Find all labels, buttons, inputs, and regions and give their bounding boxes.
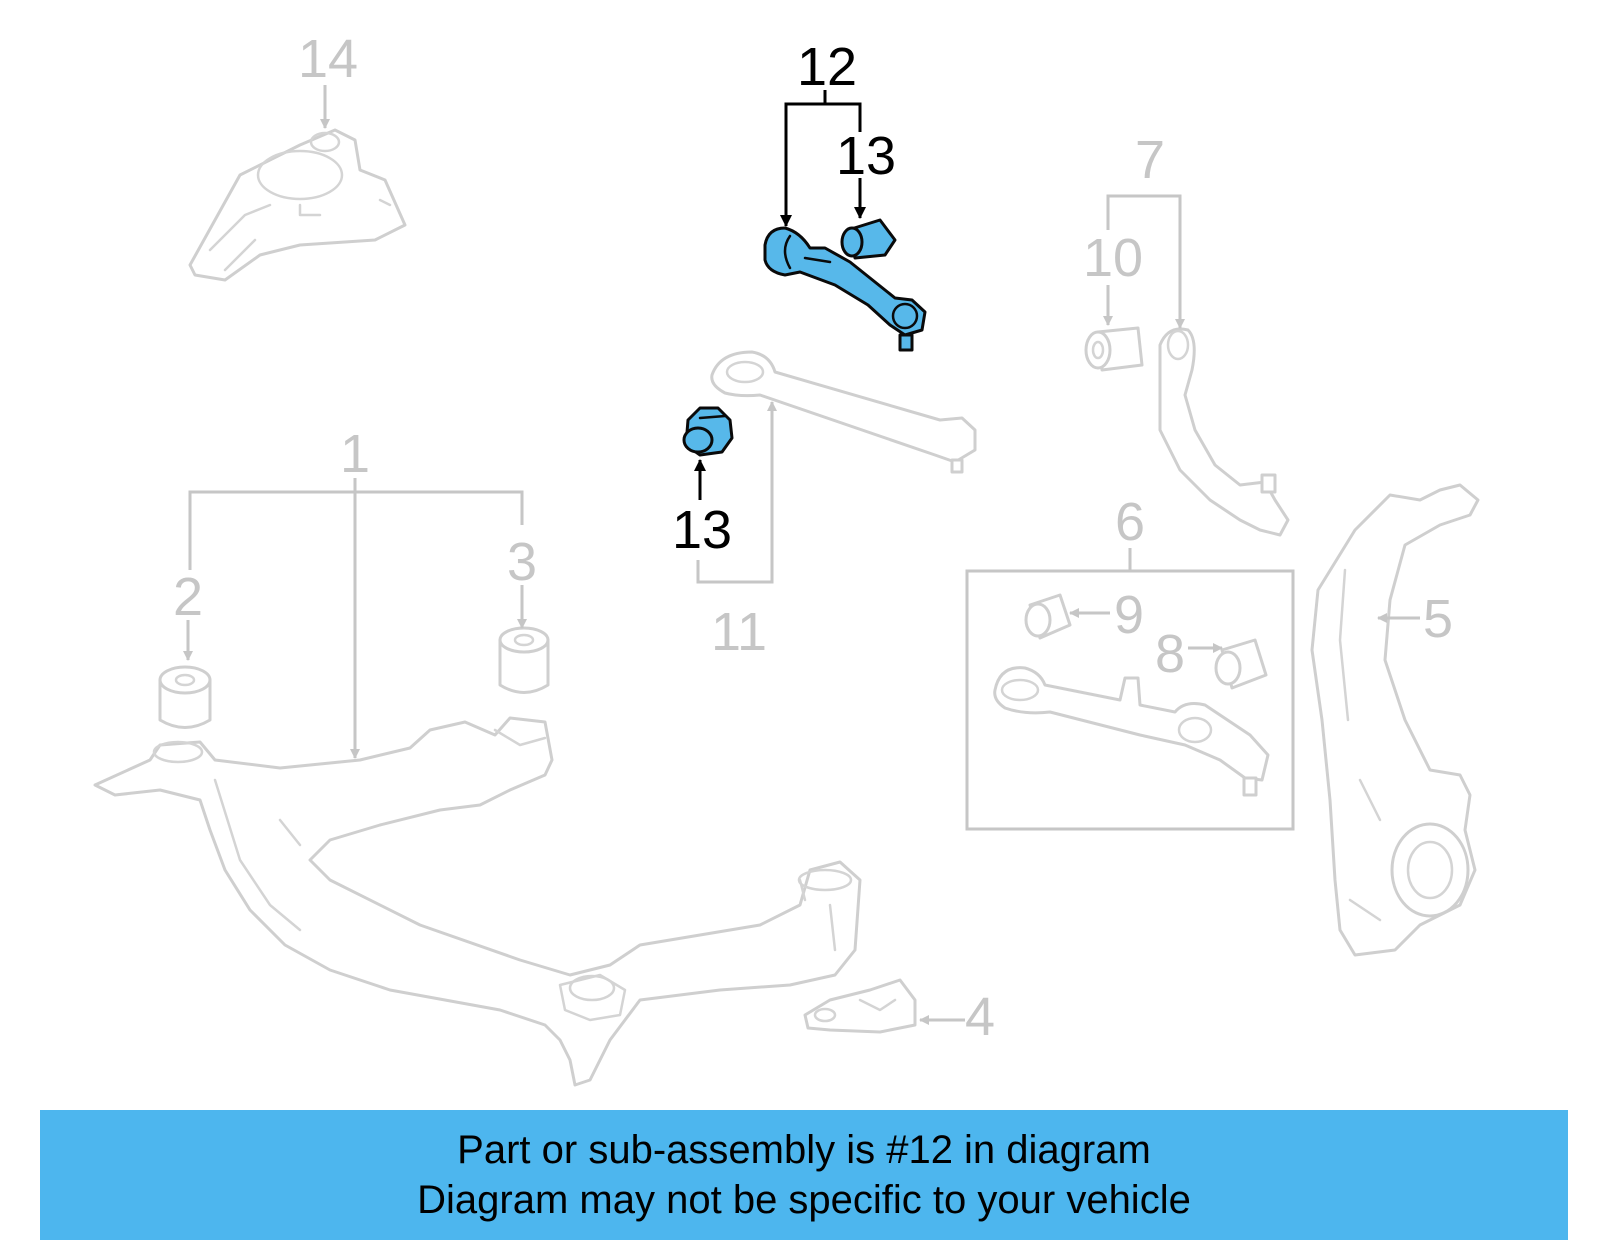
banner-line-2: Diagram may not be specific to your vehi… xyxy=(417,1178,1191,1222)
part-2-bushing xyxy=(158,665,212,729)
callout-6: 6 xyxy=(1115,492,1145,552)
callout-7: 7 xyxy=(1135,130,1165,190)
info-banner: Part or sub-assembly is #12 in diagram D… xyxy=(40,1110,1568,1240)
callout-13-bottom: 13 xyxy=(672,500,732,560)
part-4-bracket xyxy=(803,978,917,1034)
callout-10: 10 xyxy=(1083,228,1143,288)
callout-11: 11 xyxy=(711,602,767,662)
callout-8: 8 xyxy=(1155,624,1185,684)
leader-lines-grey xyxy=(183,85,1420,1025)
lower-control-arm xyxy=(993,666,1270,797)
callout-2: 2 xyxy=(173,567,203,627)
part-13-bushing-bottom xyxy=(682,406,734,457)
callout-1: 1 xyxy=(340,424,370,484)
callout-5: 5 xyxy=(1423,589,1453,649)
part-7-control-arm xyxy=(1158,327,1290,537)
part-6-assembly-box xyxy=(965,569,1295,831)
callout-3: 3 xyxy=(507,532,537,592)
part-10-bushing xyxy=(1084,326,1144,372)
part-13-bushing-top xyxy=(840,218,897,260)
banner-line-1: Part or sub-assembly is #12 in diagram xyxy=(457,1128,1151,1172)
callout-14: 14 xyxy=(298,29,358,89)
part-11-control-arm xyxy=(710,350,977,474)
callout-9: 9 xyxy=(1114,585,1144,645)
part-5-knuckle xyxy=(1310,483,1480,957)
callout-labels: 14 1 2 3 4 5 6 7 8 9 10 11 12 13 13 xyxy=(173,29,1453,1047)
part-9-bushing xyxy=(1024,593,1072,640)
part-14-strut-mount xyxy=(188,128,407,282)
leader-lines-black xyxy=(694,90,866,500)
callout-4: 4 xyxy=(965,987,995,1047)
part-1-subframe xyxy=(93,716,862,1087)
callout-12: 12 xyxy=(797,37,857,97)
callout-13-top: 13 xyxy=(836,126,896,186)
part-8-bushing xyxy=(1214,638,1268,690)
part-12-control-arm-highlight xyxy=(763,226,927,352)
part-3-bushing xyxy=(498,626,550,694)
